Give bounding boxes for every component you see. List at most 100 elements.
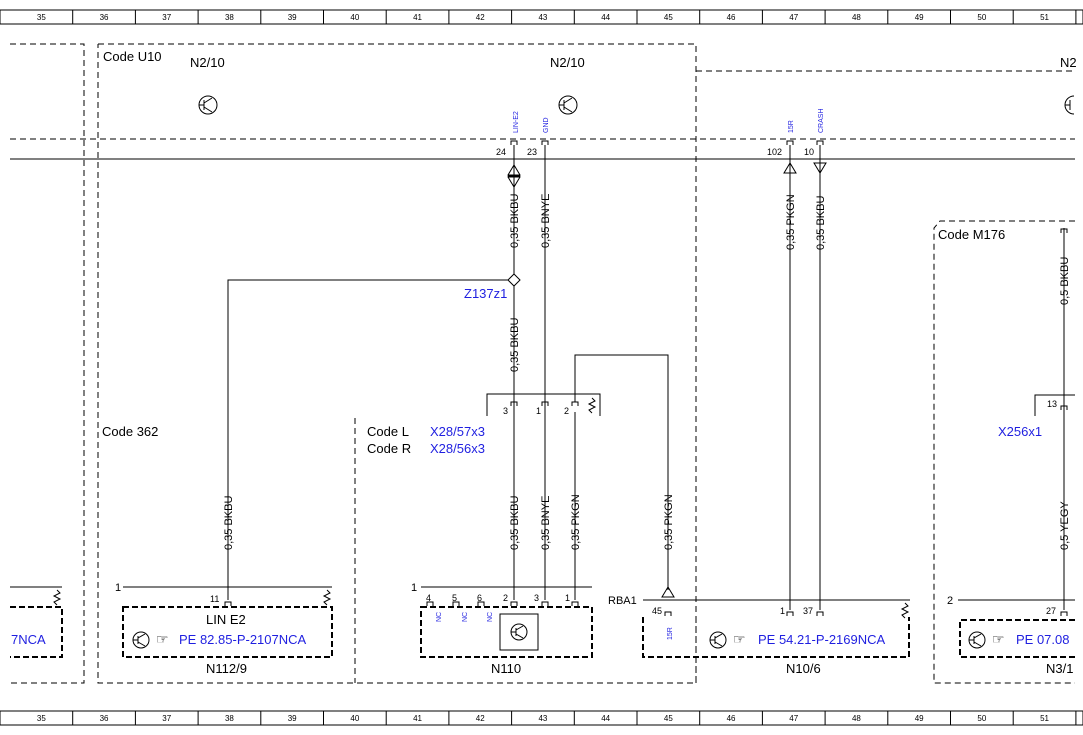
component-index: 1 <box>411 582 417 594</box>
code-r-label: Code R <box>367 441 411 456</box>
component-n10-6: ☞ <box>642 599 910 683</box>
splice-link[interactable]: Z137z1 <box>464 286 507 301</box>
ruler-column-number: 48 <box>852 13 861 22</box>
wire-labels: 0,35 BKBU 0,35 BNYE 0,35 PKGN 0,35 BKBU … <box>223 194 1071 550</box>
ruler-column-number: 42 <box>476 13 485 22</box>
wire-label: 0,5 YEGY <box>1059 501 1071 550</box>
ruler-column-number: 51 <box>1040 714 1049 723</box>
pin-11: 11 <box>210 594 219 604</box>
component-n110: 1 <box>411 582 593 658</box>
ruler-column-number: 46 <box>727 13 736 22</box>
code-362-label: Code 362 <box>102 424 158 439</box>
ruler-column-number: 45 <box>664 714 673 723</box>
ruler-column-number: 40 <box>350 13 359 22</box>
wire-label: 0,35 PKGN <box>570 494 582 550</box>
pin-4: 4 <box>426 593 431 603</box>
pin-45: 45 <box>652 606 662 616</box>
ruler-column-number: 42 <box>476 714 485 723</box>
connector-link[interactable]: X28/57x3 <box>430 424 485 439</box>
code-u10-label: Code U10 <box>103 49 162 64</box>
ruler-column-number: 35 <box>37 13 46 22</box>
pin-stubs-top <box>510 140 824 145</box>
pin-2: 2 <box>564 406 569 416</box>
x28-connector <box>486 393 601 416</box>
component-index: 2 <box>947 595 953 607</box>
signal-15r[interactable]: 15R <box>788 120 795 133</box>
nc-label: NC <box>436 612 443 622</box>
signal-lin-e2[interactable]: LIN-E2 <box>513 111 520 133</box>
pin-23: 23 <box>527 147 537 157</box>
splice-node-icon <box>507 273 521 287</box>
pin-13: 13 <box>1047 399 1057 409</box>
bidirectional-arrow-icon <box>507 164 521 188</box>
document-link[interactable]: PE 82.85-P-2107NCA <box>179 632 307 647</box>
ruler-column-number: 36 <box>100 13 109 22</box>
ruler-column-number: 37 <box>162 714 171 723</box>
wire-label: 0,35 BKBU <box>509 318 521 372</box>
document-link[interactable]: PE 54.21-P-2169NCA <box>758 632 886 647</box>
ruler-column-number: 41 <box>413 13 422 22</box>
component-n110-label: N110 <box>491 661 521 676</box>
ruler-column-number: 50 <box>977 714 986 723</box>
nc-label: NC <box>487 612 494 622</box>
component-n3-1: 2 ☞ <box>947 595 1075 658</box>
component-n10-6-label: N10/6 <box>786 661 821 676</box>
pin-1: 1 <box>780 606 785 616</box>
input-arrow-icon <box>813 162 827 174</box>
ruler-column-number: 51 <box>1040 13 1049 22</box>
wire-label: 0,35 PKGN <box>785 194 797 250</box>
ruler-column-number: 49 <box>915 714 924 723</box>
ruler-column-number: 50 <box>977 13 986 22</box>
nc-label: NC <box>462 612 469 622</box>
n2-10-label: N2/10 <box>550 55 585 70</box>
document-link[interactable]: 7NCA <box>11 632 46 647</box>
ruler-column-number: 38 <box>225 13 234 22</box>
ruler-column-number: 39 <box>288 13 297 22</box>
pin-1: 1 <box>565 593 570 603</box>
control-unit-icon <box>709 631 727 649</box>
wire-label: 0,35 PKGN <box>663 494 675 550</box>
connector-link[interactable]: X256x1 <box>998 424 1042 439</box>
component-n112-9-label: N112/9 <box>206 661 247 676</box>
module-boundaries <box>10 43 1075 684</box>
output-arrow-icon <box>783 162 797 174</box>
ruler-column-number: 44 <box>601 13 610 22</box>
ruler-column-number: 39 <box>288 714 297 723</box>
code-m176-label: Code M176 <box>938 227 1005 242</box>
pointing-hand-icon[interactable]: ☞ <box>156 631 169 647</box>
signal-crash[interactable]: CRASH <box>818 108 825 133</box>
connector-link[interactable]: X28/56x3 <box>430 441 485 456</box>
signal-gnd[interactable]: GND <box>543 117 550 133</box>
ruler-column-number: 48 <box>852 714 861 723</box>
signal-15r[interactable]: 15R <box>667 627 674 640</box>
pointing-hand-icon[interactable]: ☞ <box>992 631 1005 647</box>
pin-1: 1 <box>536 406 541 416</box>
wire-label: 0,35 BKBU <box>223 496 235 550</box>
pin-37: 37 <box>803 606 813 616</box>
pointing-hand-icon[interactable]: ☞ <box>733 631 746 647</box>
ruler-column-number: 40 <box>350 714 359 723</box>
ruler-column-number: 38 <box>225 714 234 723</box>
pin-27: 27 <box>1046 606 1056 616</box>
ruler-column-number: 35 <box>37 714 46 723</box>
control-unit-icon <box>558 95 578 115</box>
pin-3: 3 <box>503 406 508 416</box>
ruler-column-number: 47 <box>789 714 798 723</box>
code-l-label: Code L <box>367 424 409 439</box>
wires <box>227 145 1065 610</box>
component-partial-left <box>10 586 63 658</box>
pin-24: 24 <box>496 147 506 157</box>
control-unit-icon <box>1064 95 1075 115</box>
ruler-frame <box>0 710 1083 726</box>
ruler-column-number: 41 <box>413 714 422 723</box>
control-unit-icon <box>510 623 528 641</box>
ruler-column-number: 47 <box>789 13 798 22</box>
ruler-column-number: 44 <box>601 714 610 723</box>
ruler-column-number: 45 <box>664 13 673 22</box>
wire-label: 0,35 BKBU <box>509 496 521 550</box>
component-signal-label: LIN E2 <box>206 612 246 627</box>
ruler-column-number: 43 <box>538 714 547 723</box>
document-link[interactable]: PE 07.08 <box>1016 632 1070 647</box>
